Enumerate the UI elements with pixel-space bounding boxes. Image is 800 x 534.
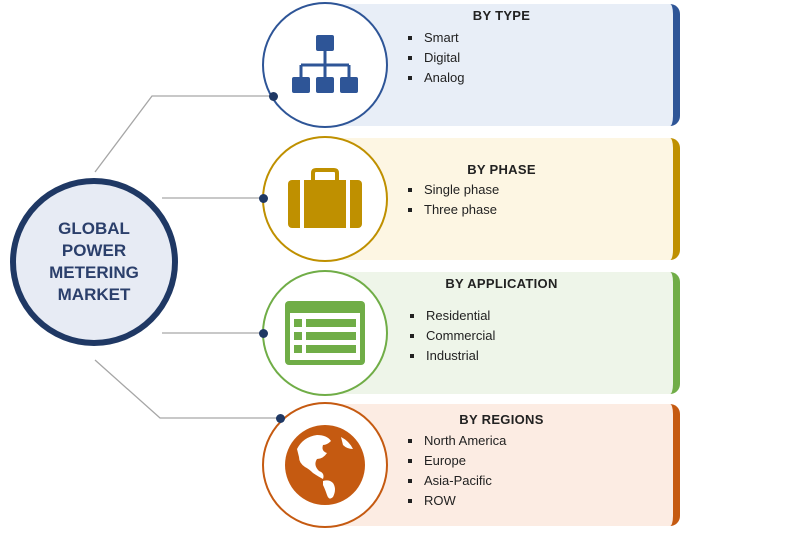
globe-icon xyxy=(285,425,365,505)
list-item: Residential xyxy=(410,306,495,326)
connector-dot xyxy=(259,194,268,203)
segment-panel-application: BY APPLICATION Residential Commercial In… xyxy=(330,272,680,394)
connector-dot xyxy=(259,329,268,338)
segment-title: BY REGIONS xyxy=(459,412,544,427)
list-item: Smart xyxy=(408,28,464,48)
icon-circle-regions xyxy=(262,402,388,528)
hub-title: GLOBAL POWER METERING MARKET xyxy=(49,219,139,304)
segment-title: BY APPLICATION xyxy=(445,276,558,291)
connector-dot xyxy=(276,414,285,423)
segment-panel-regions: BY REGIONS North America Europe Asia-Pac… xyxy=(330,404,680,526)
list-item: Commercial xyxy=(410,326,495,346)
hierarchy-icon xyxy=(292,35,358,93)
segment-item-list: Smart Digital Analog xyxy=(408,28,464,88)
icon-circle-application xyxy=(262,270,388,396)
segment-panel-phase: BY PHASE Single phase Three phase xyxy=(330,138,680,260)
list-item: ROW xyxy=(408,491,506,511)
form-list-icon xyxy=(285,301,365,365)
segment-panel-type: BY TYPE Smart Digital Analog xyxy=(330,4,680,126)
list-item: Single phase xyxy=(408,180,499,200)
icon-circle-type xyxy=(262,2,388,128)
connector-dot xyxy=(269,92,278,101)
list-item: Industrial xyxy=(410,346,495,366)
segment-item-list: North America Europe Asia-Pacific ROW xyxy=(408,431,506,511)
list-item: Analog xyxy=(408,68,464,88)
briefcase-icon xyxy=(288,168,362,228)
segment-item-list: Single phase Three phase xyxy=(408,180,499,220)
list-item: North America xyxy=(408,431,506,451)
list-item: Three phase xyxy=(408,200,499,220)
central-hub: GLOBAL POWER METERING MARKET xyxy=(10,178,178,346)
list-item: Europe xyxy=(408,451,506,471)
segment-title: BY TYPE xyxy=(472,8,531,23)
segment-title: BY PHASE xyxy=(467,162,536,177)
icon-circle-phase xyxy=(262,136,388,262)
list-item: Digital xyxy=(408,48,464,68)
segment-item-list: Residential Commercial Industrial xyxy=(410,306,495,366)
list-item: Asia-Pacific xyxy=(408,471,506,491)
